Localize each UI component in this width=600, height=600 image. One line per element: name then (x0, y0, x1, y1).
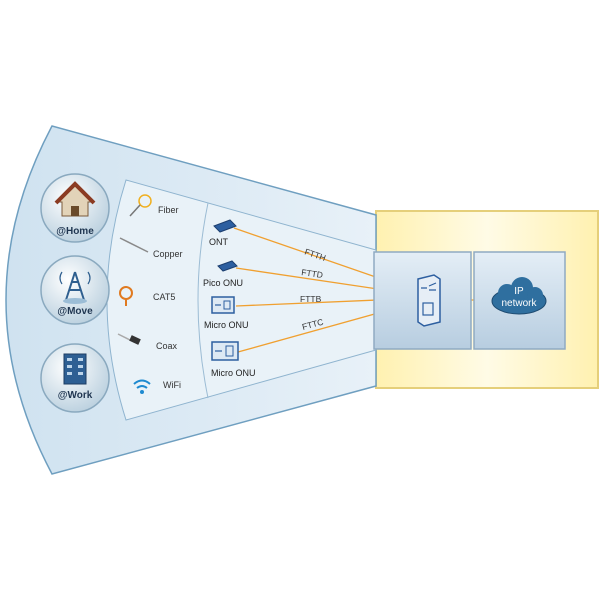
pico-onu-device-icon (217, 260, 238, 272)
cat5-cable-icon (119, 286, 133, 306)
link-label: FTTB (300, 294, 322, 304)
ont-device-icon (213, 219, 237, 233)
terminal-label: ONT (209, 237, 229, 247)
location-label: @Move (57, 306, 93, 317)
terminal-label: Micro ONU (204, 320, 249, 330)
olt-chassis-icon (417, 274, 441, 327)
micro-onu-device-icon (211, 341, 239, 361)
media-label: Fiber (158, 205, 179, 215)
inner-divider (197, 202, 209, 399)
media-coax: Coax (117, 333, 178, 351)
signal-tower-icon (59, 271, 91, 304)
media-label: WiFi (163, 380, 181, 390)
terminal-label: Micro ONU (211, 368, 256, 378)
terminal-ont: ONT (209, 219, 237, 247)
terminal-micro-onu: Micro ONU (204, 296, 249, 330)
terminal-micro-onu: Micro ONU (211, 341, 256, 378)
cloud-icon (491, 277, 547, 315)
coax-cable-icon (117, 333, 141, 345)
media-cat5: CAT5 (119, 286, 175, 306)
office-building-icon (63, 353, 87, 385)
media-label: Coax (156, 341, 178, 351)
location-label: @Work (58, 390, 93, 401)
media-label: Copper (153, 249, 183, 259)
location-home: @Home (40, 173, 110, 243)
media-copper: Copper (119, 237, 183, 259)
location-work: @Work (40, 343, 110, 413)
location-label: @Home (56, 226, 94, 237)
link-label: FTTD (301, 267, 324, 280)
media-wifi: WiFi (133, 379, 181, 394)
media-label: CAT5 (153, 292, 175, 302)
terminal-label: Pico ONU (203, 278, 243, 288)
copper-cable-icon (119, 237, 149, 253)
media-fiber: Fiber (129, 194, 179, 217)
ip-network-panel: IP network (473, 251, 566, 350)
wifi-icon (133, 379, 151, 394)
network-label-line1: IP (514, 286, 524, 297)
network-label-line2: network (501, 298, 537, 309)
inner-fan-shape (106, 179, 377, 421)
olt-panel (373, 251, 472, 350)
micro-onu-device-icon (211, 296, 235, 314)
house-icon (54, 181, 96, 217)
location-move: @Move (40, 255, 110, 325)
fiber-icon (129, 194, 152, 217)
terminal-pico-onu: Pico ONU (203, 260, 243, 288)
